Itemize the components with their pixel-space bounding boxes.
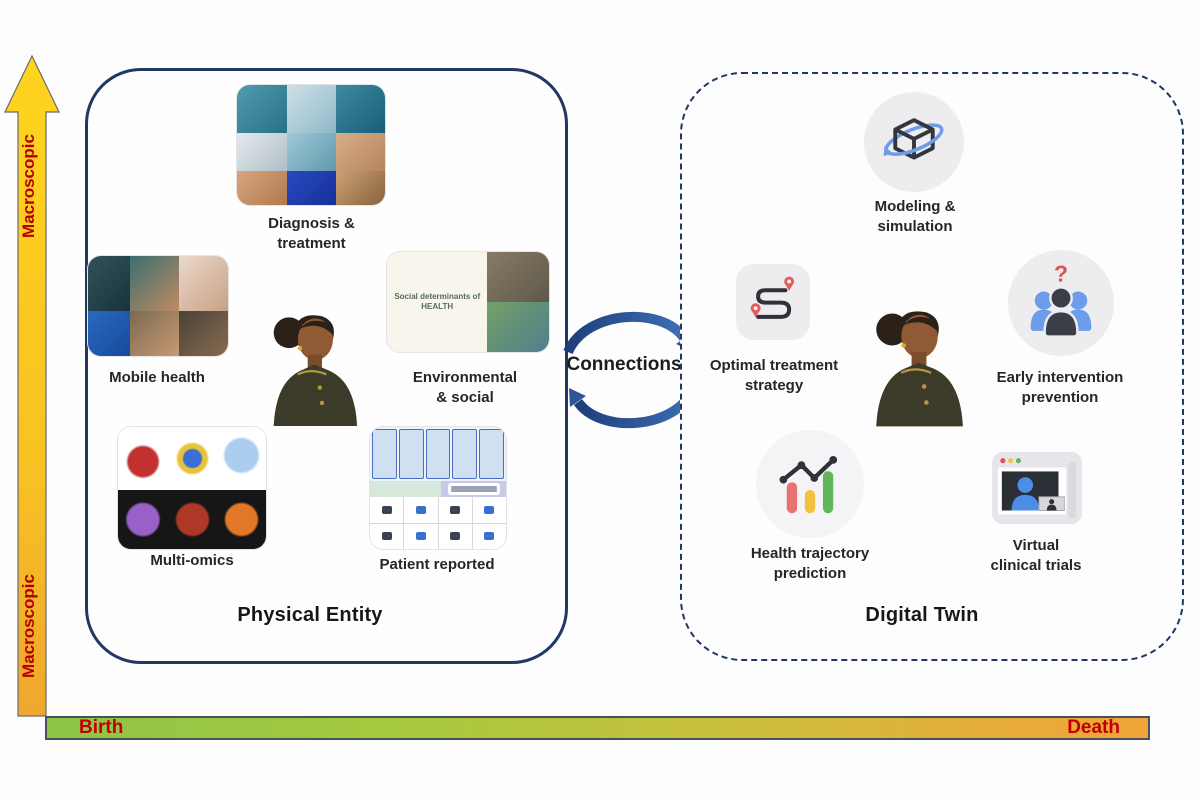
label-virtual-clinical-trials: Virtual clinical trials: [990, 537, 1082, 574]
diagnosis-treatment-collage: [237, 85, 385, 205]
label-mobile-health: Mobile health: [109, 369, 205, 386]
health-trajectory-icon-circle: [756, 430, 864, 538]
label-health-trajectory: Health trajectory prediction: [750, 545, 870, 582]
label-early-intervention: Early intervention prevention: [996, 369, 1124, 406]
label-multi-omics: Multi-omics: [150, 552, 234, 569]
cube-orbit-icon: [883, 118, 944, 160]
label-patient-reported: Patient reported: [379, 556, 495, 573]
label-environmental-social: Environmental & social: [412, 369, 518, 406]
label-optimal-treatment: Optimal treatment strategy: [709, 357, 839, 394]
label-modeling-simulation: Modeling & simulation: [874, 198, 956, 235]
vertical-axis-arrow: [4, 54, 60, 717]
timeline-birth-label: Birth: [79, 717, 124, 738]
axis-label-macroscopic-top: Macroscopic: [19, 134, 38, 238]
label-diagnosis-treatment: Diagnosis & treatment: [268, 215, 355, 252]
early-intervention-icon-circle: ?: [1008, 250, 1114, 356]
timeline-death-label: Death: [1067, 717, 1120, 738]
mobile-health-collage: [88, 256, 228, 356]
physical-entity-title: Physical Entity: [237, 604, 383, 626]
people-question-icon: ?: [1030, 262, 1092, 338]
social-determinants-sketch: Social determinants of HEALTH: [387, 252, 488, 352]
lifespan-timeline-bar: Birth Death: [45, 716, 1150, 740]
trend-chart-icon: [779, 456, 838, 514]
connections-label: Connections: [566, 354, 682, 375]
multi-omics-collage: [118, 427, 266, 549]
axis-label-macroscopic-bottom: Macroscopic: [19, 574, 38, 678]
sketch-text: Social determinants of HEALTH: [394, 291, 481, 311]
patient-portrait-physical: [273, 315, 358, 426]
modeling-simulation-icon-circle: [864, 92, 964, 192]
optimal-treatment-icon-square: [736, 264, 810, 340]
route-pins-icon: [750, 276, 795, 319]
patient-portrait-digital: [876, 311, 963, 427]
svg-text:?: ?: [1054, 262, 1068, 287]
patient-reported-collage: [370, 427, 506, 549]
environmental-social-collage: Social determinants of HEALTH: [387, 252, 549, 352]
video-call-icon: [992, 451, 1082, 525]
digital-twin-title: Digital Twin: [865, 604, 979, 626]
up-arrow-icon: [4, 54, 60, 717]
